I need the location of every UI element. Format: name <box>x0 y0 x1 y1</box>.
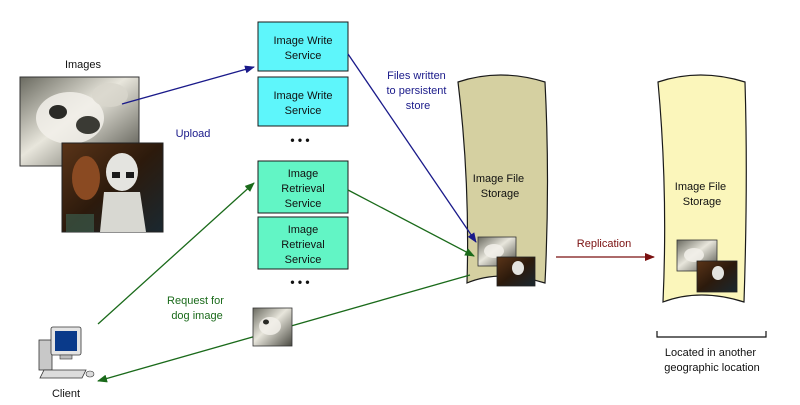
replication-label: Replication <box>577 238 631 250</box>
stored-dog-thumbnail <box>477 236 517 267</box>
retrieval-services-ellipsis: • • • <box>290 275 309 289</box>
request-label: Request for dog image <box>167 295 227 322</box>
replica-location-label: Located in another geographic location <box>664 347 759 374</box>
files-written-label: Files written to persistent store <box>387 70 450 112</box>
primary-image-file-storage[interactable]: Image File Storage <box>457 74 549 287</box>
images-label: Images <box>65 59 102 71</box>
upload-label: Upload <box>176 128 211 140</box>
client-request-arrow <box>97 182 255 325</box>
stormtrooper-photo <box>61 142 164 233</box>
stored-trooper-thumbnail <box>496 256 536 287</box>
svg-text:Image File Storage: Image File Storage <box>675 181 729 208</box>
returned-dog-image <box>252 307 293 347</box>
client-label: Client <box>52 388 80 400</box>
client-computer-icon <box>38 326 95 379</box>
location-bracket <box>656 331 767 338</box>
upload-arrow <box>121 65 255 105</box>
write-services-ellipsis: • • • <box>290 133 309 147</box>
write-to-storage-arrow <box>347 53 477 243</box>
replica-trooper-thumbnail <box>696 260 738 293</box>
svg-text:Image File Storage: Image File Storage <box>473 173 527 200</box>
storage-to-retrieval-arrow <box>347 189 475 257</box>
replica-image-file-storage[interactable]: Image File Storage <box>657 74 747 303</box>
